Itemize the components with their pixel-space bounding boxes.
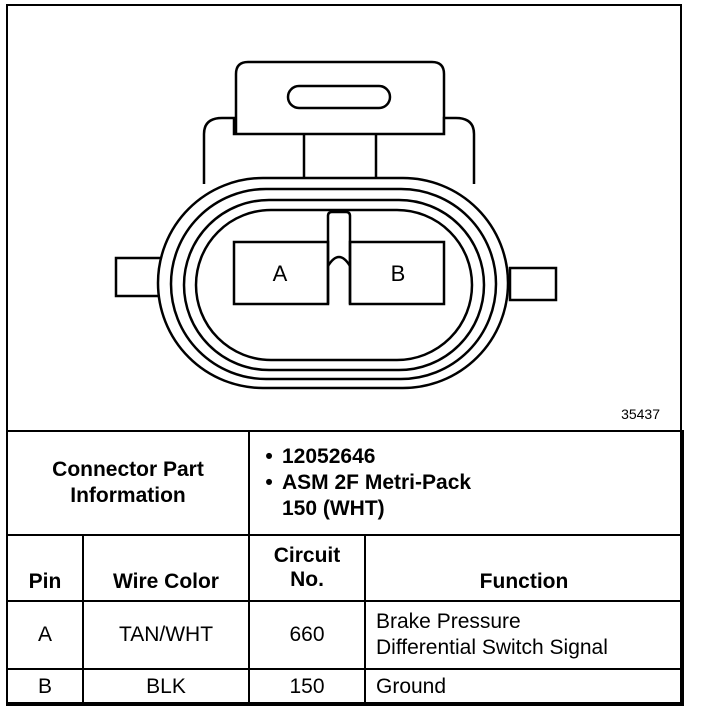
part-number: 12052646 xyxy=(282,445,376,468)
part-number-item: • 12052646 xyxy=(256,444,682,470)
header-function: Function xyxy=(364,534,684,602)
circuit-cell: 660 xyxy=(248,600,366,670)
function-cell: Brake Pressure Differential Switch Signa… xyxy=(364,600,684,670)
wire-color-cell: TAN/WHT xyxy=(82,600,250,670)
bullet-icon: • xyxy=(265,471,273,494)
function-cell: Ground xyxy=(364,668,684,706)
function-line1: Brake Pressure xyxy=(376,610,521,633)
bullet-icon: • xyxy=(265,445,273,468)
connector-info-table: Connector Part Information • 12052646 • … xyxy=(6,430,684,706)
description-item: • ASM 2F Metri-Pack xyxy=(256,470,682,496)
connector-part-title-line2: Information xyxy=(70,484,186,507)
wire-color-cell: BLK xyxy=(82,668,250,706)
connector-drawing: A B 35437 xyxy=(8,6,680,430)
table-header-row: Pin Wire Color Circuit No. Function xyxy=(6,534,684,602)
outer-ring xyxy=(156,176,510,390)
figure-number: 35437 xyxy=(621,406,660,422)
header-circuit: Circuit No. xyxy=(248,534,366,602)
latch-slot xyxy=(286,84,392,110)
pin-cell: B xyxy=(6,668,84,706)
description-line1: ASM 2F Metri-Pack xyxy=(282,471,472,494)
connector-part-details: • 12052646 • ASM 2F Metri-Pack 150 (WHT) xyxy=(248,430,684,536)
table-row: A TAN/WHT 660 Brake Pressure Differentia… xyxy=(6,600,684,670)
table-row: B BLK 150 Ground xyxy=(6,668,684,706)
connector-info-row: Connector Part Information • 12052646 • … xyxy=(6,430,684,536)
pin-label-a: A xyxy=(273,261,288,286)
header-wire-color: Wire Color xyxy=(82,534,250,602)
right-lug xyxy=(508,266,558,302)
function-line2: Differential Switch Signal xyxy=(376,636,608,659)
connector-illustration: A B 35437 xyxy=(114,60,660,422)
pin-label-b: B xyxy=(391,261,406,286)
connector-part-title-line1: Connector Part xyxy=(52,458,204,481)
header-pin: Pin xyxy=(6,534,84,602)
connector-part-title: Connector Part Information xyxy=(6,430,250,536)
header-circuit-line1: Circuit xyxy=(273,544,341,567)
circuit-cell: 150 xyxy=(248,668,366,706)
description-line2: 150 (WHT) xyxy=(282,497,385,520)
latch-tab xyxy=(234,60,446,146)
pin-cell: A xyxy=(6,600,84,670)
header-circuit-line2: No. xyxy=(290,568,324,591)
housing-shoulder xyxy=(202,116,476,184)
